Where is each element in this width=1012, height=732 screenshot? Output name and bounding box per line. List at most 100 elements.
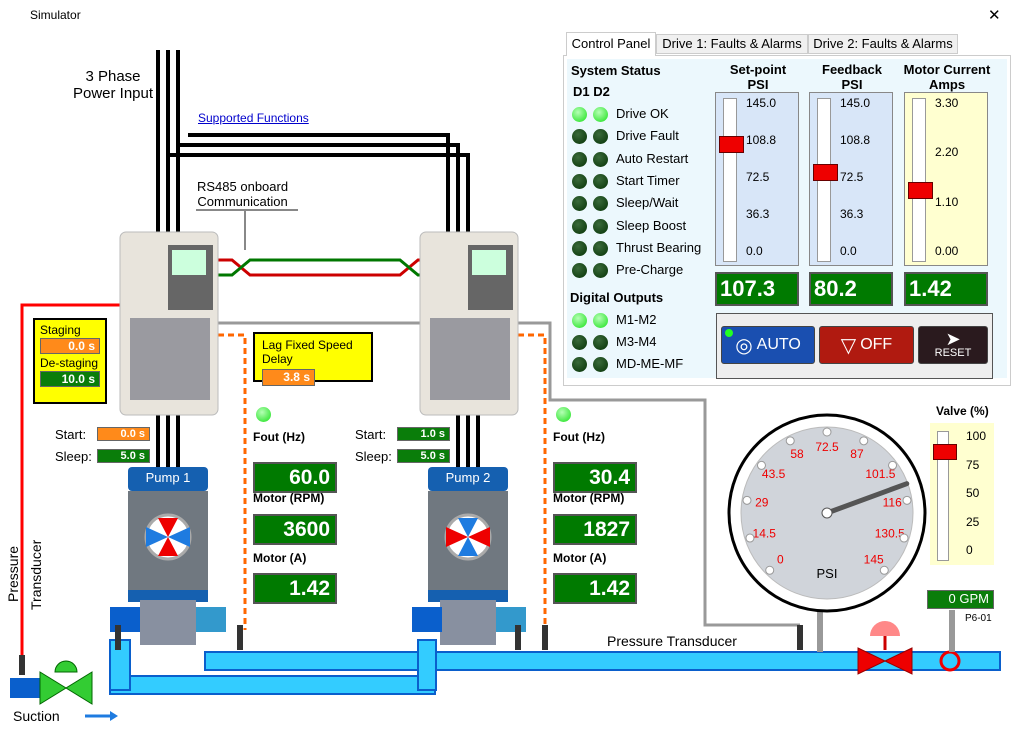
digital-outputs-title: Digital Outputs	[570, 290, 664, 305]
destaging-value[interactable]: 10.0 s	[40, 371, 100, 387]
gauge-label: 145	[864, 553, 884, 567]
tick-label: 145.0	[840, 96, 871, 110]
gauge-label: 29	[755, 496, 769, 510]
status-label: Sleep/Wait	[616, 195, 679, 211]
status-label: Thrust Bearing	[616, 239, 702, 255]
status-label: MD-ME-MF	[616, 356, 684, 371]
rpm-readout: 3600	[253, 514, 337, 545]
feedback-slider[interactable]: 145.0 108.8 72.5 36.3 0.0	[809, 92, 893, 266]
d1-led	[572, 218, 587, 234]
gauge-label: 72.5	[815, 440, 839, 454]
d2-led	[593, 240, 608, 256]
d1-led	[572, 313, 587, 328]
arrow-right-icon: ➤	[945, 329, 961, 349]
d2-led	[593, 357, 608, 372]
d1-led	[572, 107, 587, 122]
gauge-tick	[902, 495, 912, 505]
feedback-title1: Feedback	[822, 62, 882, 77]
drive-columns-header: D1 D2	[573, 84, 610, 99]
d1-led	[572, 196, 587, 212]
gauge-needle	[824, 481, 910, 516]
gauge-unit: PSI	[817, 566, 838, 581]
setpoint-thumb[interactable]	[719, 136, 744, 154]
current-thumb[interactable]	[908, 182, 933, 200]
tick-label: 36.3	[746, 207, 770, 221]
amps-readout: 1.42	[553, 573, 637, 604]
sleep-label: Sleep:	[355, 449, 392, 464]
d1-led	[572, 240, 587, 256]
sleep-value[interactable]: 5.0 s	[397, 449, 450, 463]
status-label: Pre-Charge	[616, 262, 684, 278]
supported-functions-link[interactable]: Supported Functions	[198, 111, 309, 125]
status-label: Drive Fault	[616, 128, 679, 144]
pressure-transducer-label: Pressure Transducer	[607, 633, 737, 649]
amps-label: Motor (A)	[253, 551, 307, 565]
tick-label: 72.5	[840, 170, 864, 184]
pump-name: Pump 2	[445, 470, 491, 485]
tab-2[interactable]: Drive 2: Faults & Alarms	[808, 34, 958, 54]
lag-delay-panel: Lag Fixed Speed Delay 3.8 s	[253, 332, 373, 386]
tick-label: 36.3	[840, 207, 864, 221]
gauge-label: 130.5	[875, 526, 905, 540]
tick-label: 0.0	[746, 244, 763, 258]
lag-value[interactable]: 3.8 s	[262, 369, 315, 386]
staging-panel: Staging 0.0 s De-staging 10.0 s	[33, 318, 107, 404]
gauge-label: 58	[790, 447, 804, 461]
close-icon[interactable]: ✕	[988, 7, 1001, 24]
status-label: Start Timer	[616, 172, 680, 188]
d2-led	[593, 173, 608, 189]
staging-label: Staging	[40, 323, 81, 337]
feedback-thumb[interactable]	[813, 164, 838, 182]
run-led	[556, 407, 571, 422]
gauge-tick	[756, 460, 766, 470]
gauge-label: 116	[883, 496, 902, 510]
tick-label: 3.30	[935, 96, 959, 110]
staging-value[interactable]: 0.0 s	[40, 338, 100, 354]
pump-name: Pump 1	[145, 470, 191, 485]
reset-button[interactable]: ➤RESET	[918, 326, 988, 364]
valve-tick: 50	[966, 486, 980, 500]
tick-label: 0.0	[840, 244, 857, 258]
rpm-label: Motor (RPM)	[553, 491, 625, 505]
sleep-value[interactable]: 5.0 s	[97, 449, 150, 463]
tab-1[interactable]: Drive 1: Faults & Alarms	[656, 34, 808, 54]
gauge-tick	[859, 436, 869, 446]
rpm-label: Motor (RPM)	[253, 491, 325, 505]
auto-label: AUTO	[756, 336, 801, 353]
tick-label: 108.8	[840, 133, 871, 147]
d1-led	[572, 335, 587, 350]
amps-readout: 1.42	[253, 573, 337, 604]
off-button[interactable]: ▽OFF	[819, 326, 914, 364]
valve-thumb[interactable]	[933, 443, 957, 460]
feedback-title2: PSI	[841, 77, 863, 92]
auto-icon: ◎	[735, 334, 753, 357]
tab-0[interactable]: Control Panel	[566, 32, 656, 56]
fout-label: Fout (Hz)	[553, 430, 605, 444]
gauge-tick	[785, 436, 795, 446]
d1-led	[572, 151, 587, 167]
gauge-tick	[879, 565, 889, 575]
start-value[interactable]: 1.0 s	[397, 427, 450, 441]
start-value[interactable]: 0.0 s	[97, 427, 150, 441]
status-label: M1-M2	[616, 312, 657, 327]
gauge-label: 14.5	[753, 526, 777, 540]
gauge-tick	[888, 460, 898, 470]
d2-led	[593, 107, 608, 122]
tick-label: 145.0	[746, 96, 777, 110]
run-led	[256, 407, 271, 422]
auto-button[interactable]: ◎AUTO	[721, 326, 815, 364]
system-status-title: System Status	[571, 63, 661, 78]
gauge-label: 43.5	[762, 467, 786, 481]
current-title2: Amps	[928, 77, 966, 92]
status-label: Auto Restart	[616, 150, 689, 166]
valve-tick: 75	[966, 457, 980, 472]
flow-param-label: P6-01	[965, 613, 992, 624]
